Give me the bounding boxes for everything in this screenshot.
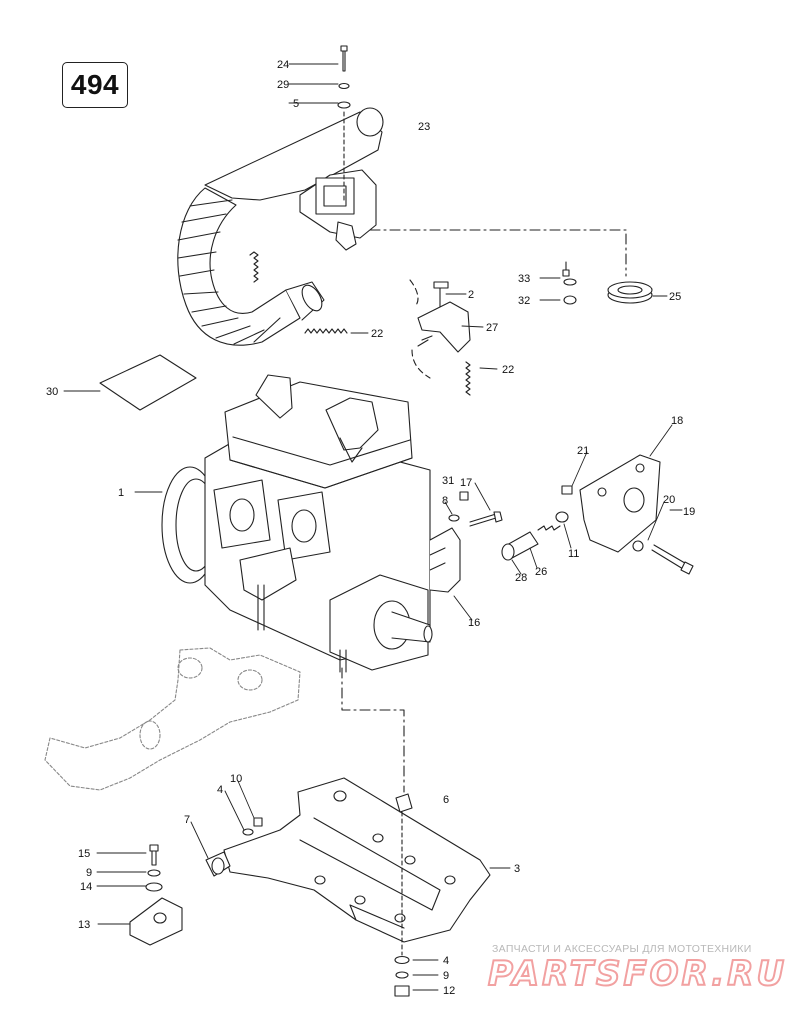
callout-4: 4	[443, 955, 449, 967]
page-number-box: 494	[62, 62, 128, 108]
stud-and-nut	[448, 491, 503, 527]
callout-3: 3	[514, 863, 520, 875]
callout-17: 17	[460, 477, 472, 489]
watermark-logo-text: PARTSFOR.RU	[487, 953, 788, 995]
lower-mount-stack	[129, 844, 183, 946]
bottom-fastener-stack	[394, 955, 410, 997]
callout-9: 9	[86, 867, 92, 879]
callout-4: 4	[217, 784, 223, 796]
callout-22: 22	[502, 364, 514, 376]
callout-22: 22	[371, 328, 383, 340]
callout-33: 33	[518, 273, 530, 285]
callout-26: 26	[535, 566, 547, 578]
gasket-sheet	[99, 354, 197, 411]
callout-29: 29	[277, 79, 289, 91]
engine-mount-right	[555, 454, 694, 575]
watermark-tagline: ЗАПЧАСТИ И АКСЕССУАРЫ ДЛЯ МОТОТЕХНИКИ	[492, 943, 752, 955]
exhaust-bolt-stack	[337, 45, 351, 201]
engine-block	[161, 374, 461, 673]
callout-5: 5	[293, 98, 299, 110]
callout-9: 9	[443, 970, 449, 982]
callout-32: 32	[518, 295, 530, 307]
grommet-set	[369, 229, 653, 305]
callout-19: 19	[683, 506, 695, 518]
callout-28: 28	[515, 572, 527, 584]
callout-6: 6	[443, 794, 449, 806]
exhaust-bracket	[409, 279, 471, 379]
callout-15: 15	[78, 848, 90, 860]
callout-21: 21	[577, 445, 589, 457]
exhaust-pipe	[204, 107, 384, 251]
exhaust-springs	[249, 251, 471, 396]
callout-30: 30	[46, 386, 58, 398]
callout-23: 23	[418, 121, 430, 133]
callout-1: 1	[118, 487, 124, 499]
callout-13: 13	[78, 919, 90, 931]
engine-support-plate	[223, 667, 491, 956]
callout-8: 8	[442, 495, 448, 507]
callout-25: 25	[669, 291, 681, 303]
callout-11: 11	[568, 548, 579, 560]
callout-27: 27	[486, 322, 498, 334]
damper-assembly	[501, 525, 561, 561]
callout-31: 31	[442, 475, 454, 487]
callout-2: 2	[468, 289, 474, 301]
front-engine-mount	[205, 817, 263, 877]
exhaust-bellows	[177, 187, 325, 346]
callout-16: 16	[468, 617, 480, 629]
callout-12: 12	[443, 985, 455, 997]
callout-24: 24	[277, 59, 289, 71]
page-number: 494	[70, 69, 120, 100]
callout-7: 7	[184, 814, 190, 826]
callout-20: 20	[663, 494, 675, 506]
exhaust-manifold-ghost	[44, 647, 301, 791]
callout-14: 14	[80, 881, 92, 893]
callout-18: 18	[671, 415, 683, 427]
leader-lines	[63, 63, 683, 991]
callout-10: 10	[230, 773, 242, 785]
